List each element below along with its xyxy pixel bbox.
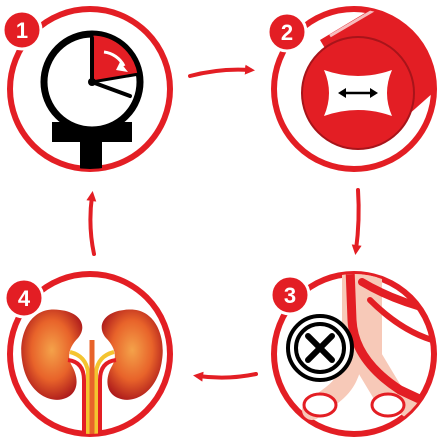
clock-center (88, 78, 96, 86)
arrow-3-to-4 (198, 374, 256, 378)
step-4-number: 4 (18, 286, 31, 311)
step-4: 4 (5, 274, 170, 440)
step-2-number: 2 (281, 20, 293, 45)
arrow-2-to-3 (356, 190, 359, 250)
step-1-number: 1 (16, 18, 28, 43)
step-1: 1 (3, 9, 170, 170)
vessel-opening-right (372, 394, 404, 416)
clock-stand (80, 140, 102, 170)
arrow-1-to-2 (190, 70, 250, 76)
step-3: 3 (271, 268, 440, 434)
vessel-opening-left (304, 394, 336, 416)
step-2: 2 (268, 0, 444, 169)
arrow-4-to-1 (90, 196, 94, 254)
step-3-number: 3 (284, 283, 296, 308)
